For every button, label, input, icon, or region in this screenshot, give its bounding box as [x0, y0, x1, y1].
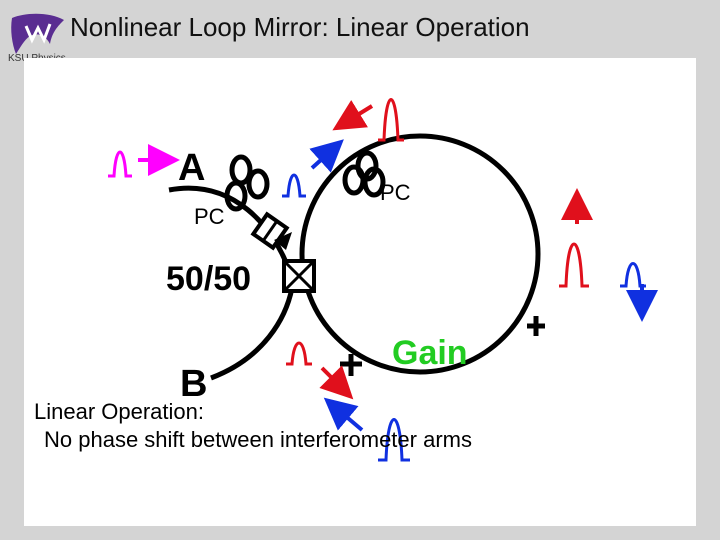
counter-pulse-bottom: [378, 418, 410, 462]
counter-pulse-right: [620, 262, 646, 288]
port-b-fiber: [210, 287, 295, 381]
slide-title: Nonlinear Loop Mirror: Linear Operation: [70, 12, 530, 42]
input-pulse: [108, 150, 132, 178]
diagram-panel: A B 50/50 PC PC Gain: [24, 58, 696, 526]
polarization-controller-right: [342, 150, 386, 198]
counter-pulse-top: [282, 173, 306, 198]
caption-line-2: No phase shift between interferometer ar…: [44, 427, 472, 452]
caption-line-1: Linear Operation:: [34, 399, 204, 424]
clockwise-pulse-right: [559, 242, 589, 288]
clockwise-arrow-top: [332, 99, 374, 131]
caption: Linear Operation: No phase shift between…: [34, 398, 594, 454]
fiber-loop: [299, 133, 541, 375]
clockwise-pulse-bottom: [286, 341, 312, 366]
loop-mirror-diagram: A B 50/50 PC PC Gain: [108, 98, 658, 462]
clockwise-arrow-bottom: [319, 365, 354, 400]
polarization-controller-left: [224, 154, 270, 212]
port-a-label: A: [178, 147, 205, 189]
clockwise-pulse-top: [378, 98, 404, 142]
port-a-fiber: [168, 185, 292, 271]
port-b-label: B: [180, 363, 207, 405]
gain-label: Gain: [392, 334, 468, 372]
pc-label-left: PC: [194, 204, 225, 229]
pc-label-right: PC: [380, 180, 411, 205]
counter-arrow-top: [309, 139, 344, 173]
counter-arrow-bottom: [323, 397, 364, 432]
coupler-50-50: [282, 259, 316, 293]
gain-marker-2: [527, 316, 545, 336]
ksu-logo: [6, 10, 70, 64]
fiber-arrow-icon: [274, 232, 292, 250]
coupler-label: 50/50: [166, 260, 251, 298]
